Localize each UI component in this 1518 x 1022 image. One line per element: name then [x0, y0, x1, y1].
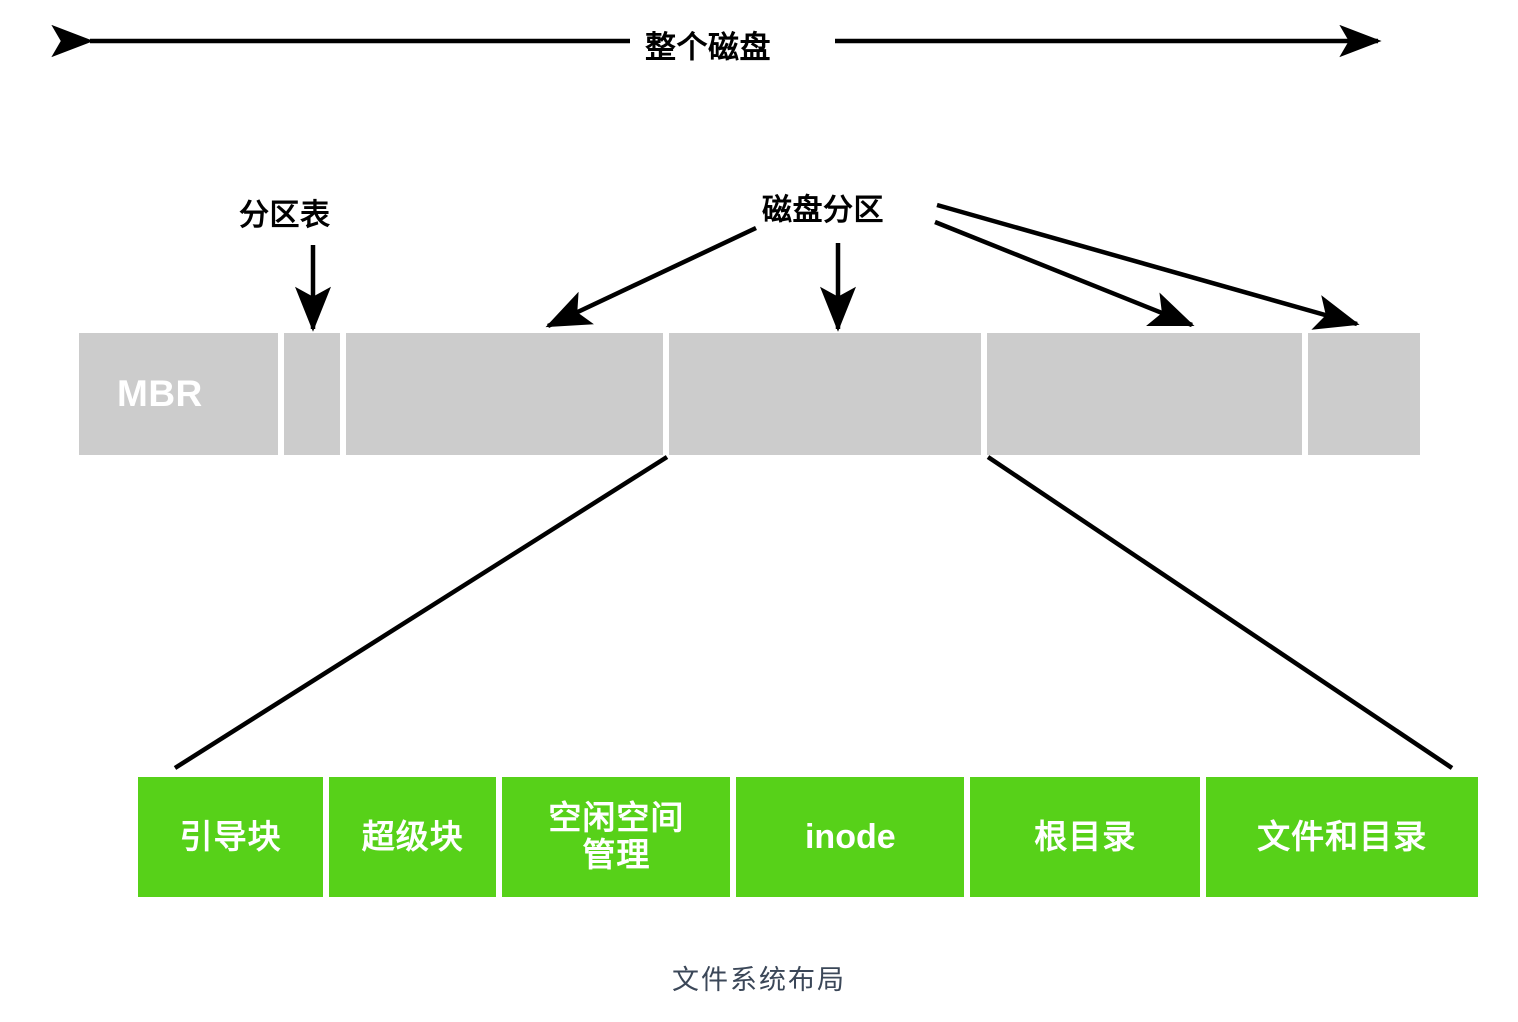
fs-segment-label: 引导块	[179, 817, 282, 855]
disk-segment-partition-4[interactable]	[1307, 333, 1421, 455]
page-title: 整个磁盘	[645, 30, 771, 65]
fs-segment-boot-block[interactable]: 引导块	[138, 777, 324, 897]
expansion-line-left	[173, 455, 669, 770]
arrow-disk-partition-3	[934, 219, 1195, 328]
fs-divider	[964, 777, 971, 897]
disk-divider	[339, 333, 346, 455]
filesystem-bar: 引导块 超级块 空闲空间 管理 inode 根目录 文件和目录	[138, 777, 1478, 897]
annotation-disk-partition: 磁盘分区	[762, 194, 884, 227]
fs-segment-inode[interactable]: inode	[736, 777, 965, 897]
disk-segment-partition-3[interactable]	[986, 333, 1302, 455]
fs-divider	[496, 777, 503, 897]
fs-segment-root-directory[interactable]: 根目录	[970, 777, 1201, 897]
disk-divider	[663, 333, 670, 455]
fs-segment-super-block[interactable]: 超级块	[329, 777, 497, 897]
disk-segment-partition-2[interactable]	[669, 333, 981, 455]
disk-bar: MBR	[79, 333, 1421, 455]
disk-segment-partition-1[interactable]	[345, 333, 664, 455]
disk-divider	[980, 333, 987, 455]
fs-divider	[323, 777, 330, 897]
fs-segment-label: inode	[804, 817, 896, 856]
fs-divider	[1200, 777, 1207, 897]
fs-segment-label: 超级块	[361, 817, 464, 855]
fs-segment-files-and-directories[interactable]: 文件和目录	[1206, 777, 1478, 897]
disk-divider	[1301, 333, 1308, 455]
arrow-disk-partition-4	[936, 202, 1360, 330]
fs-segment-free-space-management[interactable]: 空闲空间 管理	[502, 777, 731, 897]
disk-segment-label: MBR	[117, 373, 203, 414]
fs-segment-label: 文件和目录	[1257, 817, 1428, 855]
expansion-line-right	[986, 455, 1454, 770]
fs-segment-label: 空闲空间 管理	[548, 799, 685, 873]
disk-segment-partition-table[interactable]	[284, 333, 340, 455]
figure-caption: 文件系统布局	[672, 965, 846, 995]
annotation-partition-table: 分区表	[239, 199, 331, 232]
disk-divider	[278, 333, 285, 455]
disk-segment-mbr[interactable]: MBR	[79, 333, 279, 455]
arrow-disk-partition-1	[545, 225, 757, 329]
fs-divider	[730, 777, 737, 897]
fs-segment-label: 根目录	[1034, 817, 1137, 855]
